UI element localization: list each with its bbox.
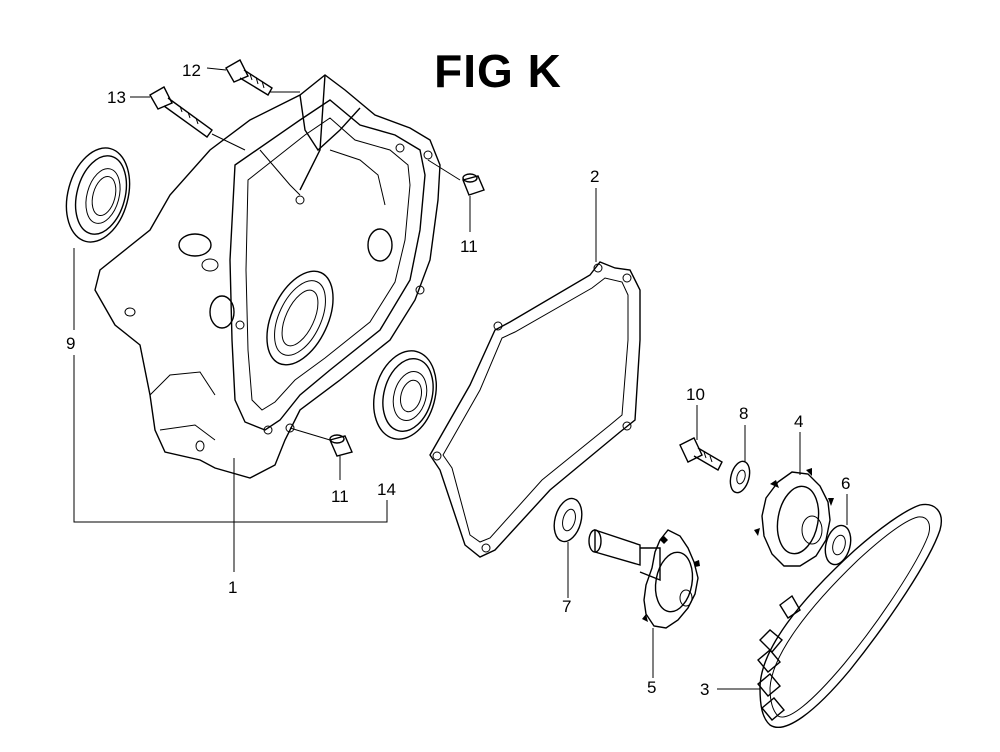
part-4-sprocket [754, 468, 834, 567]
callout-7: 7 [562, 597, 571, 616]
callout-6: 6 [841, 474, 850, 493]
part-13-bolt [149, 86, 213, 138]
callout-1: 1 [228, 578, 237, 597]
part-7-washer [553, 497, 583, 543]
part-3-chain [757, 503, 942, 728]
callout-5: 5 [647, 678, 656, 697]
callout-labels: 12 13 9 1 11 11 14 2 7 5 3 10 8 4 6 [66, 61, 850, 699]
callout-11-upper: 11 [460, 237, 478, 256]
part-14-bearing [373, 350, 437, 440]
callout-8: 8 [739, 404, 748, 423]
callout-10: 10 [686, 385, 705, 404]
part-6-washer [824, 524, 852, 566]
callout-11-lower: 11 [331, 487, 349, 506]
part-8-washer [729, 460, 751, 494]
part-1-case-cover [94, 74, 441, 479]
callout-4: 4 [794, 412, 803, 431]
callout-14: 14 [377, 480, 396, 499]
part-9-oil-seal [65, 147, 131, 243]
callout-3: 3 [700, 680, 709, 699]
part-5-shaft-sprocket [588, 529, 700, 629]
callout-13: 13 [107, 88, 126, 107]
callout-2: 2 [590, 167, 599, 186]
callout-9: 9 [66, 334, 75, 353]
figure-title: FIG K [434, 45, 562, 97]
part-2-gasket [429, 261, 641, 558]
part-12-bolt [225, 59, 273, 96]
part-11-dowel-pin-upper [462, 173, 485, 196]
callout-12: 12 [182, 61, 201, 80]
part-11-dowel-pin-lower [329, 434, 353, 457]
leader-lines [73, 67, 848, 690]
part-10-bolt [679, 437, 723, 471]
